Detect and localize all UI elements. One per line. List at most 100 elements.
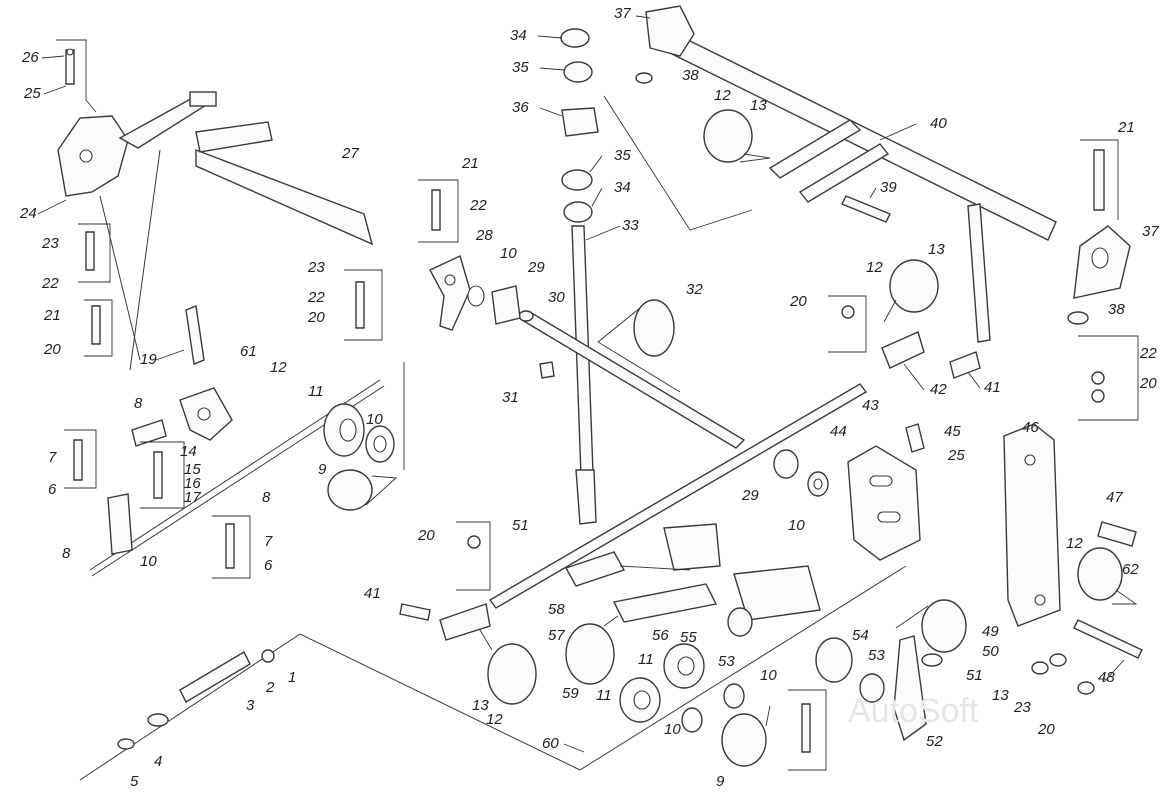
callout-c12d: 12 [1066, 535, 1083, 552]
callout-c3: 3 [246, 697, 255, 714]
callout-c2: 2 [265, 679, 275, 696]
callout-c22c: 22 [469, 197, 487, 214]
callout-c34a: 34 [510, 27, 527, 44]
detail-box-23-22 [78, 223, 111, 283]
callout-c9a: 9 [318, 461, 327, 478]
callout-c20e: 20 [417, 527, 435, 544]
washers-10-lower [681, 683, 745, 733]
callout-c48: 48 [1098, 669, 1115, 686]
callout-c30: 30 [548, 289, 565, 306]
callout-c12c: 12 [866, 259, 883, 276]
callout-c59: 59 [562, 685, 579, 702]
callout-c10e: 10 [760, 667, 777, 684]
callout-c10b: 10 [140, 553, 157, 570]
arm-28-part [429, 255, 521, 331]
callout-c11c: 11 [596, 687, 612, 704]
callout-c11b: 11 [638, 651, 654, 668]
rod-19-part [185, 305, 205, 365]
detail-box-26-25 [56, 39, 97, 113]
watermark: AutoSoft [848, 692, 979, 730]
callout-c37a: 37 [614, 5, 631, 22]
callout-c29a: 29 [527, 259, 545, 276]
callout-c35b: 35 [614, 147, 631, 164]
pulleys-11-lower [619, 643, 705, 723]
lever-52-part [893, 635, 943, 742]
detail-box-15-16-17 [140, 441, 185, 509]
detail-box-bolt-lower [788, 689, 827, 771]
part-47 [1097, 521, 1137, 547]
detail-lens-12-13-mid [883, 259, 939, 323]
callout-c13a: 13 [750, 97, 767, 114]
callout-c32: 32 [686, 281, 703, 298]
callout-c10f: 10 [664, 721, 681, 738]
pulley-11-part [323, 403, 395, 463]
callout-c40: 40 [930, 115, 947, 132]
callout-c15: 15 [184, 461, 201, 478]
callout-c55: 55 [680, 629, 697, 646]
callout-c60: 60 [542, 735, 559, 752]
callout-c13b: 13 [928, 241, 945, 258]
callout-c9b: 9 [716, 773, 725, 790]
callout-c38b: 38 [1108, 301, 1125, 318]
bracket-46-part [1003, 423, 1061, 627]
detail-lens-13-12-lower [479, 629, 537, 705]
callout-c53a: 53 [718, 653, 735, 670]
callout-c10c: 10 [500, 245, 517, 262]
detail-lens-59 [565, 615, 619, 685]
callout-c12a: 12 [270, 359, 287, 376]
callout-c4: 4 [154, 753, 162, 770]
detail-box-20-mid [828, 295, 867, 353]
callout-c22b: 22 [307, 289, 325, 306]
detail-box-21-22 [418, 179, 459, 243]
callout-c12e: 12 [486, 711, 503, 728]
callout-c10a: 10 [366, 411, 383, 428]
detail-lens-9 [327, 362, 405, 511]
plate-53-54-part [579, 565, 907, 771]
crossbar-30-part [518, 310, 746, 449]
lever-41-lower [399, 603, 491, 641]
callout-c46: 46 [1022, 419, 1039, 436]
callout-c16: 16 [184, 475, 201, 492]
long-shaft-43-part [488, 383, 868, 609]
parts-41-42 [881, 331, 981, 379]
callout-c22d: 22 [1139, 345, 1157, 362]
detail-box-20-lower [456, 521, 491, 591]
callout-c13c: 13 [472, 697, 489, 714]
callout-c11a: 11 [308, 383, 324, 400]
callout-c1: 1 [288, 669, 296, 686]
callout-c27: 27 [341, 145, 359, 162]
callout-c21a: 21 [43, 307, 61, 324]
callout-c61: 61 [240, 343, 257, 360]
callout-c42: 42 [930, 381, 947, 398]
callout-c39: 39 [880, 179, 897, 196]
callout-c14: 14 [180, 443, 197, 460]
detail-box-22-20-right [1078, 335, 1139, 421]
detail-box-21-20 [84, 299, 113, 357]
detail-box-7-6-a [64, 429, 97, 489]
vertical-shaft-33-part [560, 28, 599, 525]
callout-c24: 24 [19, 205, 37, 222]
callout-c20c: 20 [789, 293, 807, 310]
callout-c56: 56 [652, 627, 669, 644]
plate-44-part [847, 423, 925, 561]
clamp-37-part [1067, 225, 1131, 325]
callout-c21c: 21 [1117, 119, 1135, 136]
callout-c8b: 8 [262, 489, 271, 506]
detail-box-23-22-20 [344, 269, 383, 341]
callout-c21b: 21 [461, 155, 479, 172]
callout-c34b: 34 [614, 179, 631, 196]
callout-c54: 54 [852, 627, 869, 644]
callout-c10d: 10 [788, 517, 805, 534]
detail-box-7-6-b [212, 515, 251, 579]
callout-c25b: 25 [947, 447, 965, 464]
callout-c7b: 7 [264, 533, 273, 550]
callout-c13d: 13 [992, 687, 1009, 704]
callout-c37b: 37 [1142, 223, 1159, 240]
callout-c31: 31 [502, 389, 519, 406]
detail-box-21-right [1080, 139, 1119, 220]
callout-c50: 50 [982, 643, 999, 660]
shaft-40-part [603, 5, 1057, 343]
callout-c35a: 35 [512, 59, 529, 76]
callout-c41a: 41 [984, 379, 1001, 396]
